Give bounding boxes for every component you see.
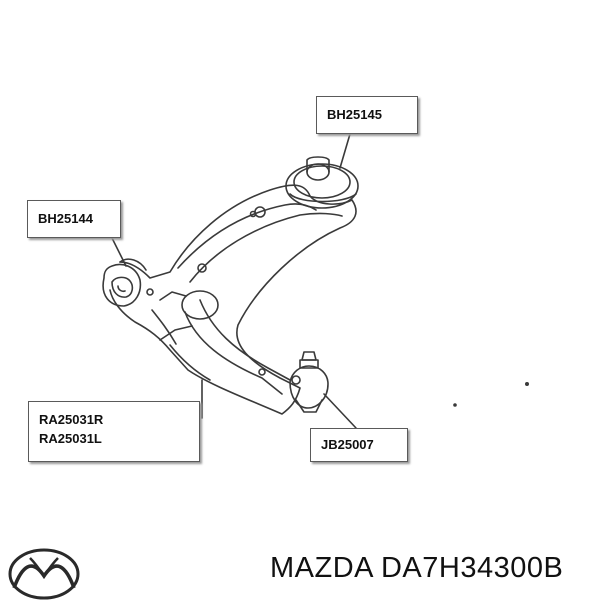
front-bushing xyxy=(102,258,147,307)
front-bushing-callout: BH25144 xyxy=(27,200,121,238)
mazda-logo xyxy=(8,548,80,600)
control-arm-callout: RA25031R RA25031L xyxy=(28,401,200,462)
upper-bushing-part-number: BH25145 xyxy=(327,107,382,122)
ball-joint-part-number: JB25007 xyxy=(321,437,374,452)
control-arm-right-part-number: RA25031R xyxy=(39,412,104,427)
part-label: MAZDA DA7H34300B xyxy=(270,552,564,584)
upper-bushing-callout: BH25145 xyxy=(316,96,418,134)
control-arm-left-part-number: RA25031L xyxy=(39,431,102,446)
front-bushing-part-number: BH25144 xyxy=(38,211,93,226)
ball-joint-callout: JB25007 xyxy=(310,428,408,462)
rear-bushing xyxy=(285,156,359,209)
leader-lines xyxy=(111,133,357,429)
ball-joint xyxy=(289,351,329,413)
control-arm xyxy=(109,184,357,415)
